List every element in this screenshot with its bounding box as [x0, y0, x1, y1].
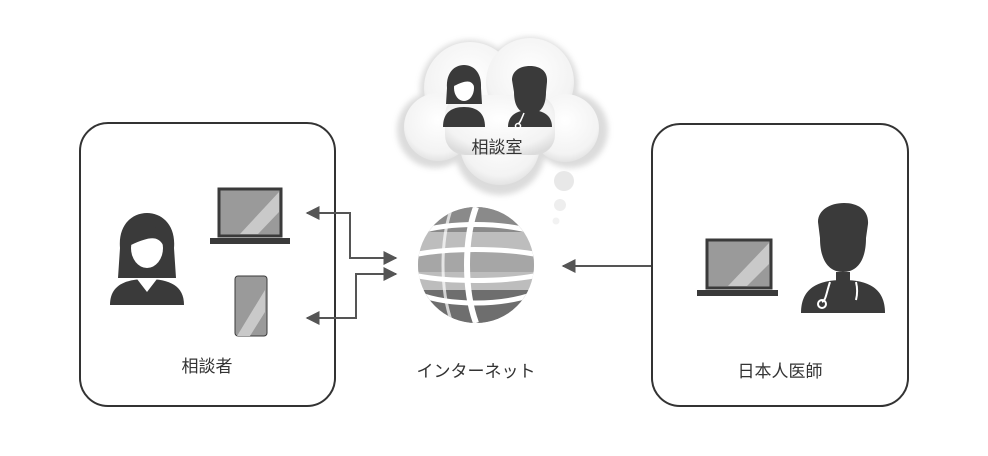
woman-icon: [110, 213, 184, 305]
doctor-icon: [801, 203, 885, 313]
doctor-box: [651, 123, 909, 407]
consultation-room-label: 相談室: [471, 138, 523, 158]
laptop-icon-doctor: [697, 238, 778, 296]
consultee-label: 相談者: [181, 357, 233, 377]
internet-label: インターネット: [416, 362, 536, 382]
doctor-icon-cloud: [508, 66, 552, 130]
laptop-icon: [210, 187, 290, 244]
arrow-laptop-internet: [305, 206, 398, 265]
cloud-icon: [397, 37, 608, 225]
arrow-phone-internet: [305, 267, 398, 325]
doctor-label: 日本人医師: [737, 362, 823, 382]
woman-icon-cloud: [443, 65, 485, 127]
globe-icon: [418, 207, 534, 323]
smartphone-icon: [234, 275, 268, 337]
